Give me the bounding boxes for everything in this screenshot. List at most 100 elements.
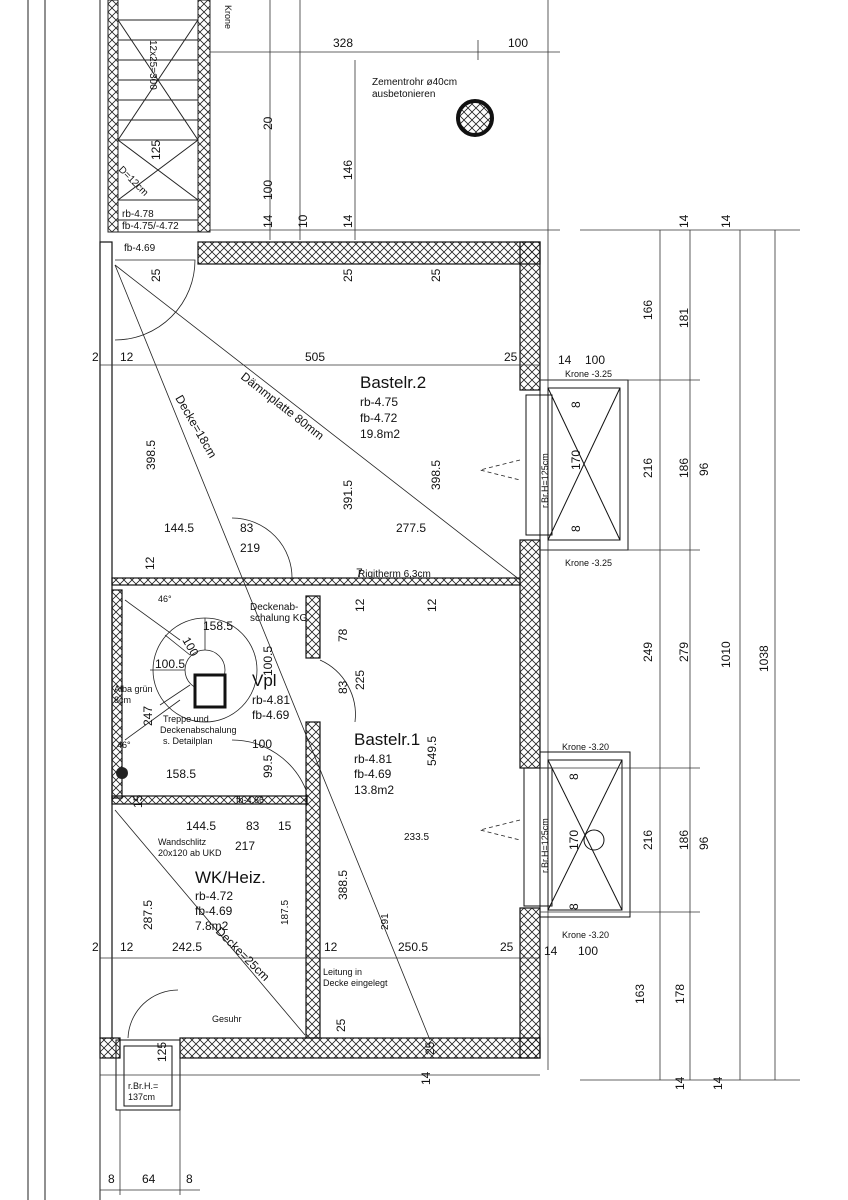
dim-r186-a: 186 (677, 458, 691, 478)
leitung-note: Leitung in (323, 967, 362, 977)
dim-247: 247 (141, 706, 155, 726)
dim-r14-d: 14 (711, 1076, 725, 1090)
zementrohr-symbol (456, 99, 494, 137)
daemmplatte-note: Dämmplatte 80mm (238, 369, 327, 442)
dim-14-b: 14 (341, 214, 355, 228)
dim-83-v: 83 (336, 680, 350, 694)
dim-r14-c: 14 (673, 1076, 687, 1090)
dim-r181: 181 (677, 308, 691, 328)
krone-top-label: Krone (223, 5, 233, 29)
wandschlitz-note: Wandschlitz (158, 837, 207, 847)
dim-2775: 277.5 (396, 521, 426, 535)
bottom-dimension-lines (100, 364, 540, 1195)
dim-8-a: 8 (108, 1172, 115, 1186)
dim-14-b2: 14 (544, 944, 558, 958)
dim-2335: 233.5 (404, 832, 429, 843)
brh125-top-note: r.Br.H=125cm (540, 453, 550, 508)
brh137-note: r.Br.H.= (128, 1081, 158, 1091)
dim-25-b: 25 (341, 268, 355, 282)
page-margin-lines (27, 0, 101, 1200)
zementrohr-note: Zementrohr ø40cm (372, 77, 457, 88)
dim-3885: 388.5 (336, 870, 350, 900)
dim-w8-c: 8 (567, 773, 581, 780)
stair-landing-fb-label: fb-4.69 (124, 243, 156, 254)
spiral-stair (124, 599, 258, 741)
decke25-note: Decke=25cm (213, 924, 273, 984)
dim-25-c: 25 (429, 268, 443, 282)
dim-100-top: 100 (508, 36, 528, 50)
dim-5495: 549.5 (425, 736, 439, 766)
dim-25-a: 25 (149, 268, 163, 282)
brh137-note-2: 137cm (128, 1092, 155, 1102)
dim-r163: 163 (633, 984, 647, 1004)
dim-1585-top: 158.5 (203, 619, 233, 633)
stair-run-label: 12x25=300 (147, 40, 158, 90)
dim-100-s: 100 (179, 635, 201, 660)
dim-100-m: 100 (252, 737, 272, 751)
deckenab-note: Deckenab- (250, 602, 298, 613)
dimension-labels: 328 100 2 12 505 25 14 100 144.5 83 219 … (92, 36, 605, 1186)
dim-217: 217 (235, 839, 255, 853)
dim-219: 219 (240, 541, 260, 555)
dim-r216-a: 216 (641, 458, 655, 478)
dim-12-right: 12 (425, 598, 439, 612)
fb466-note: fb-4.66 (236, 795, 264, 805)
room-vpl: Vpl rb-4.81 fb-4.69 (252, 671, 290, 722)
dim-20: 20 (261, 116, 275, 130)
decke18-note: Decke=18cm (172, 393, 219, 461)
dim-328: 328 (333, 36, 353, 50)
stair-fb-label: fb-4.75/-4.72 (122, 221, 179, 232)
gesuhr-note: Gesuhr (212, 1014, 242, 1024)
dim-3915: 391.5 (341, 480, 355, 510)
room-rb-wkheiz: rb-4.72 (195, 889, 233, 903)
room-area-bastelr1: 13.8m2 (354, 783, 394, 797)
dim-r96-a: 96 (697, 462, 711, 476)
dim-r14-b: 14 (719, 214, 733, 228)
dim-r1038: 1038 (757, 645, 771, 672)
dim-225: 225 (353, 670, 367, 690)
dim-100-right: 100 (585, 353, 605, 367)
dim-r216-b: 216 (641, 830, 655, 850)
dim-2505: 250.5 (398, 940, 428, 954)
dim-83-bot: 83 (246, 819, 260, 833)
door-swings (114, 259, 521, 1039)
room-rb-bastelr1: rb-4.81 (354, 752, 392, 766)
dim-r96-b: 96 (697, 836, 711, 850)
dim-1445-top: 144.5 (164, 521, 194, 535)
walls (99, 241, 541, 1059)
dim-146: 146 (341, 160, 355, 180)
room-name-bastelr2: Bastelr.2 (360, 373, 426, 392)
dim-w8-a: 8 (569, 401, 583, 408)
dim-12-bot: 12 (120, 940, 134, 954)
dim-291: 291 (380, 913, 391, 930)
dim-w170-a: 170 (569, 450, 583, 470)
treppe-note-2: Deckenabschalung (160, 725, 237, 735)
dim-12-top: 12 (120, 350, 134, 364)
room-area-bastelr2: 19.8m2 (360, 427, 400, 441)
stair-rb-label: rb-4.78 (122, 209, 154, 220)
alba-note: Alba grün (114, 684, 153, 694)
drain-symbol (116, 767, 128, 779)
dim-125-s: 125 (155, 1042, 169, 1062)
dim-14-right: 14 (558, 353, 572, 367)
alba-note-2: 8cm (114, 695, 131, 705)
dim-w8-d: 8 (567, 903, 581, 910)
dim-12-mid: 12 (353, 598, 367, 612)
dim-78: 78 (336, 628, 350, 642)
krone-320-top: Krone -3.20 (562, 742, 609, 752)
treppe-note: Treppe und (163, 714, 209, 724)
room-area-wkheiz: 7.8m2 (195, 919, 229, 933)
dim-8-b: 8 (186, 1172, 193, 1186)
dim-14-a: 14 (261, 214, 275, 228)
dim-15-a: 15 (131, 794, 145, 808)
room-fb-wkheiz: fb-4.69 (195, 904, 233, 918)
leitung-note-2: Decke eingelegt (323, 978, 388, 988)
diagonal-lines (114, 264, 521, 1041)
top-dimension-lines (210, 0, 800, 1081)
rigitherm-note: Rigitherm 6,3cm (358, 569, 431, 580)
dim-2-top: 2 (92, 350, 99, 364)
dim-1445-bot: 144.5 (186, 819, 216, 833)
dim-w8-b: 8 (569, 525, 583, 532)
dim-505: 505 (305, 350, 325, 364)
room-bastelr2: Bastelr.2 rb-4.75 fb-4.72 19.8m2 (360, 373, 426, 441)
